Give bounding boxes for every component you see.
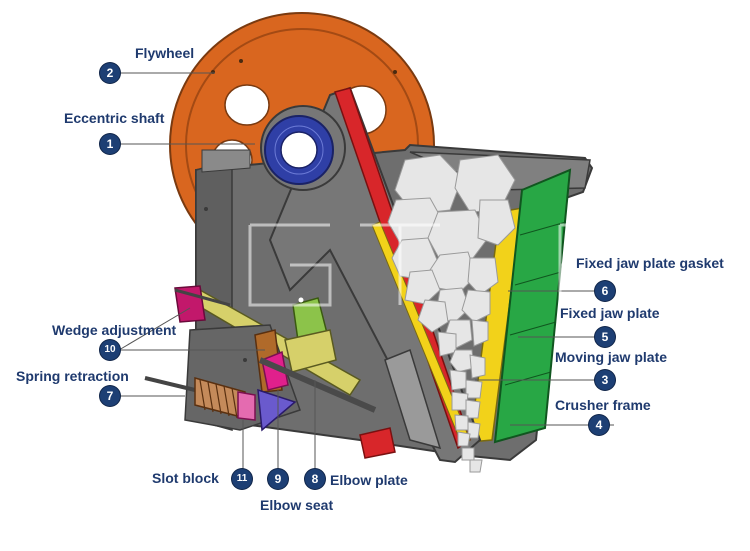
label-elbow-seat: Elbow seat — [260, 497, 334, 513]
label-elbow-plate: Elbow plate — [330, 472, 408, 488]
badge-elbow-plate: 8 — [305, 469, 325, 489]
stones — [387, 154, 516, 473]
label-moving-jaw-plate: Moving jaw plate — [555, 349, 668, 365]
badge-fixed-jaw-plate-gasket: 6 — [595, 281, 615, 301]
badge-moving-jaw-plate: 3 — [595, 370, 615, 390]
label-fixed-jaw-plate-gasket: Fixed jaw plate gasket — [576, 255, 724, 271]
label-crusher-frame: Crusher frame — [555, 397, 651, 413]
label-eccentric-shaft: Eccentric shaft — [64, 110, 165, 126]
watermark-logo — [68, 212, 640, 307]
badge-elbow-seat: 9 — [268, 469, 288, 489]
badge-crusher-frame: 4 — [589, 415, 609, 435]
badge-eccentric-shaft: 1 — [100, 134, 120, 154]
label-fixed-jaw-plate: Fixed jaw plate — [560, 305, 660, 321]
badge-spring-retraction: 7 — [100, 386, 120, 406]
label-spring-retraction: Spring retraction — [16, 368, 129, 384]
label-wedge-adjustment: Wedge adjustment — [52, 322, 177, 338]
badge-fixed-jaw-plate: 5 — [595, 327, 615, 347]
label-flywheel: Flywheel — [135, 45, 195, 61]
eccentric-shaft — [260, 105, 346, 191]
label-slot-block: Slot block — [152, 470, 219, 486]
badge-slot-block: 11 — [232, 469, 252, 489]
badge-wedge-adjustment: 10 — [100, 340, 120, 360]
badge-flywheel: 2 — [100, 63, 120, 83]
